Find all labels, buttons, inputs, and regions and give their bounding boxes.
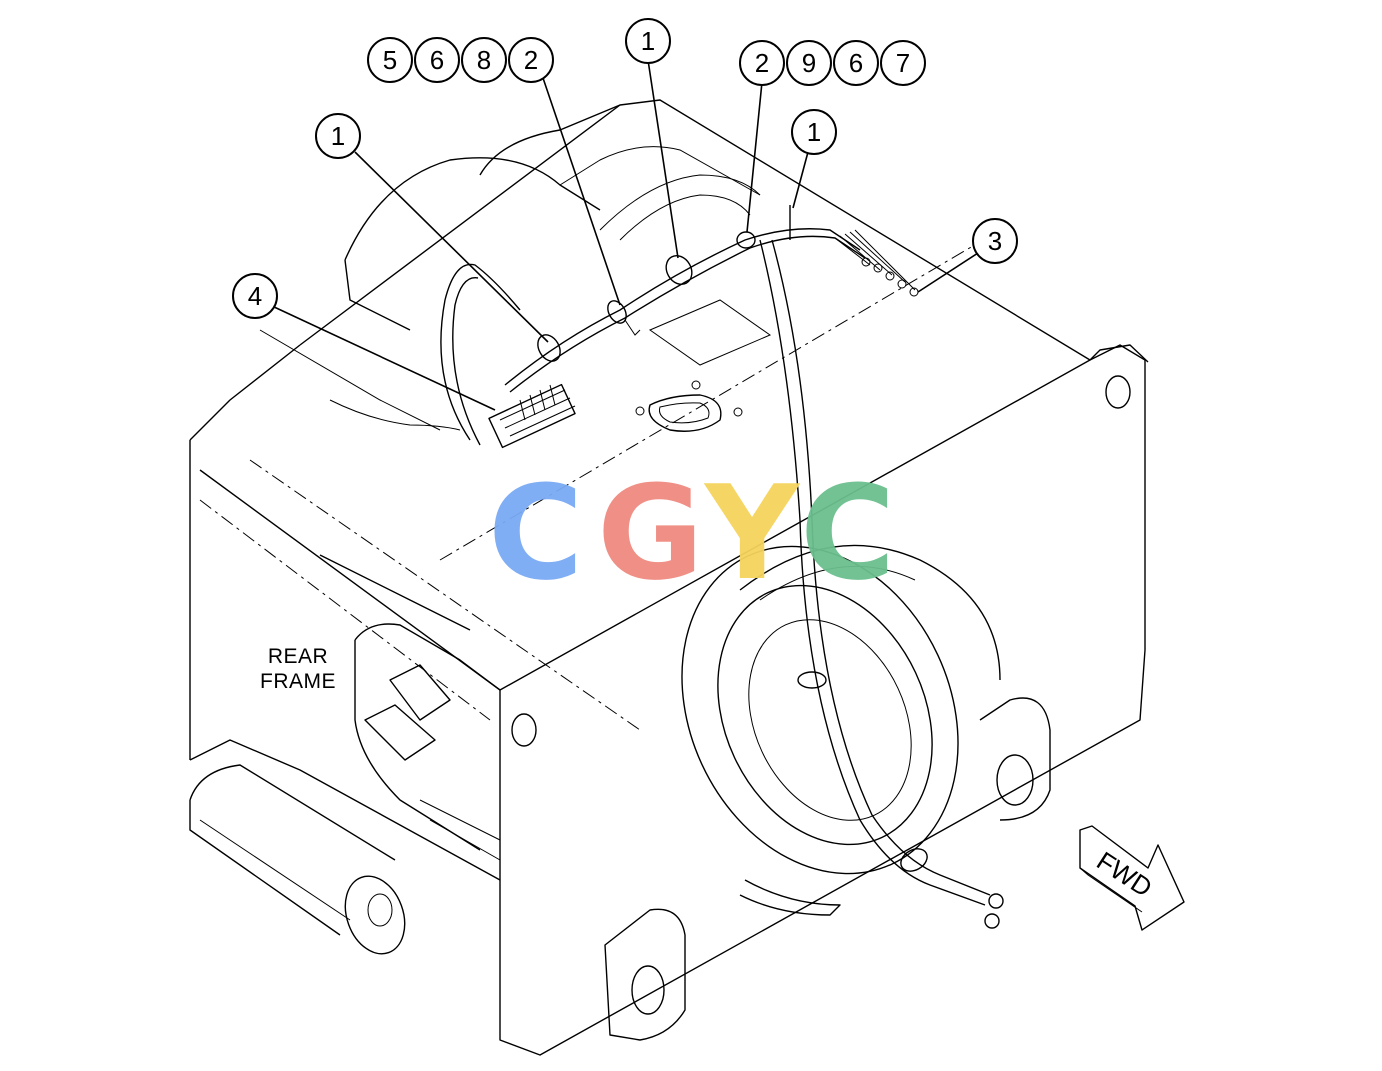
callout-7: 7 xyxy=(880,40,926,86)
callout-top-center: 1 xyxy=(625,18,671,64)
callout-6: 6 xyxy=(414,37,460,83)
svg-text:5: 5 xyxy=(383,45,397,75)
watermark-letter-y: Y xyxy=(703,457,801,609)
callout-upper-right: 1 xyxy=(791,109,837,155)
svg-text:2: 2 xyxy=(755,48,769,78)
leader-lines xyxy=(271,59,979,411)
svg-text:6: 6 xyxy=(849,48,863,78)
callout-group-left: 5 6 8 2 xyxy=(367,37,554,83)
callout-8: 8 xyxy=(461,37,507,83)
callout-upper-left: 1 xyxy=(315,113,361,159)
callout-group-right: 2 9 6 7 xyxy=(739,40,926,86)
svg-text:1: 1 xyxy=(331,121,345,151)
fwd-arrow: FWD xyxy=(1079,825,1185,931)
callout-6: 6 xyxy=(833,40,879,86)
svg-text:1: 1 xyxy=(807,117,821,147)
callout-right: 3 xyxy=(972,218,1018,264)
watermark-letter-c1: C xyxy=(488,457,583,609)
watermark-letter-g: G xyxy=(597,457,704,609)
callout-2: 2 xyxy=(739,40,785,86)
callout-left: 4 xyxy=(232,273,278,319)
harness-wire xyxy=(488,205,919,449)
rear-frame-label-line2: FRAME xyxy=(260,670,336,693)
svg-text:8: 8 xyxy=(477,45,491,75)
svg-text:7: 7 xyxy=(896,48,910,78)
svg-text:9: 9 xyxy=(802,48,816,78)
rear-frame-label: REAR FRAME xyxy=(260,645,336,693)
rear-frame-drawing xyxy=(189,99,1149,1056)
callout-5: 5 xyxy=(367,37,413,83)
svg-text:1: 1 xyxy=(641,26,655,56)
callout-9: 9 xyxy=(786,40,832,86)
svg-text:2: 2 xyxy=(524,45,538,75)
watermark-letter-c2: C xyxy=(800,457,895,609)
svg-text:6: 6 xyxy=(430,45,444,75)
watermark: C G Y C xyxy=(488,457,895,609)
svg-text:4: 4 xyxy=(248,281,262,311)
svg-text:3: 3 xyxy=(988,226,1002,256)
rear-frame-label-line1: REAR xyxy=(268,645,328,668)
fwd-label: FWD xyxy=(1092,845,1158,902)
callout-2: 2 xyxy=(508,37,554,83)
